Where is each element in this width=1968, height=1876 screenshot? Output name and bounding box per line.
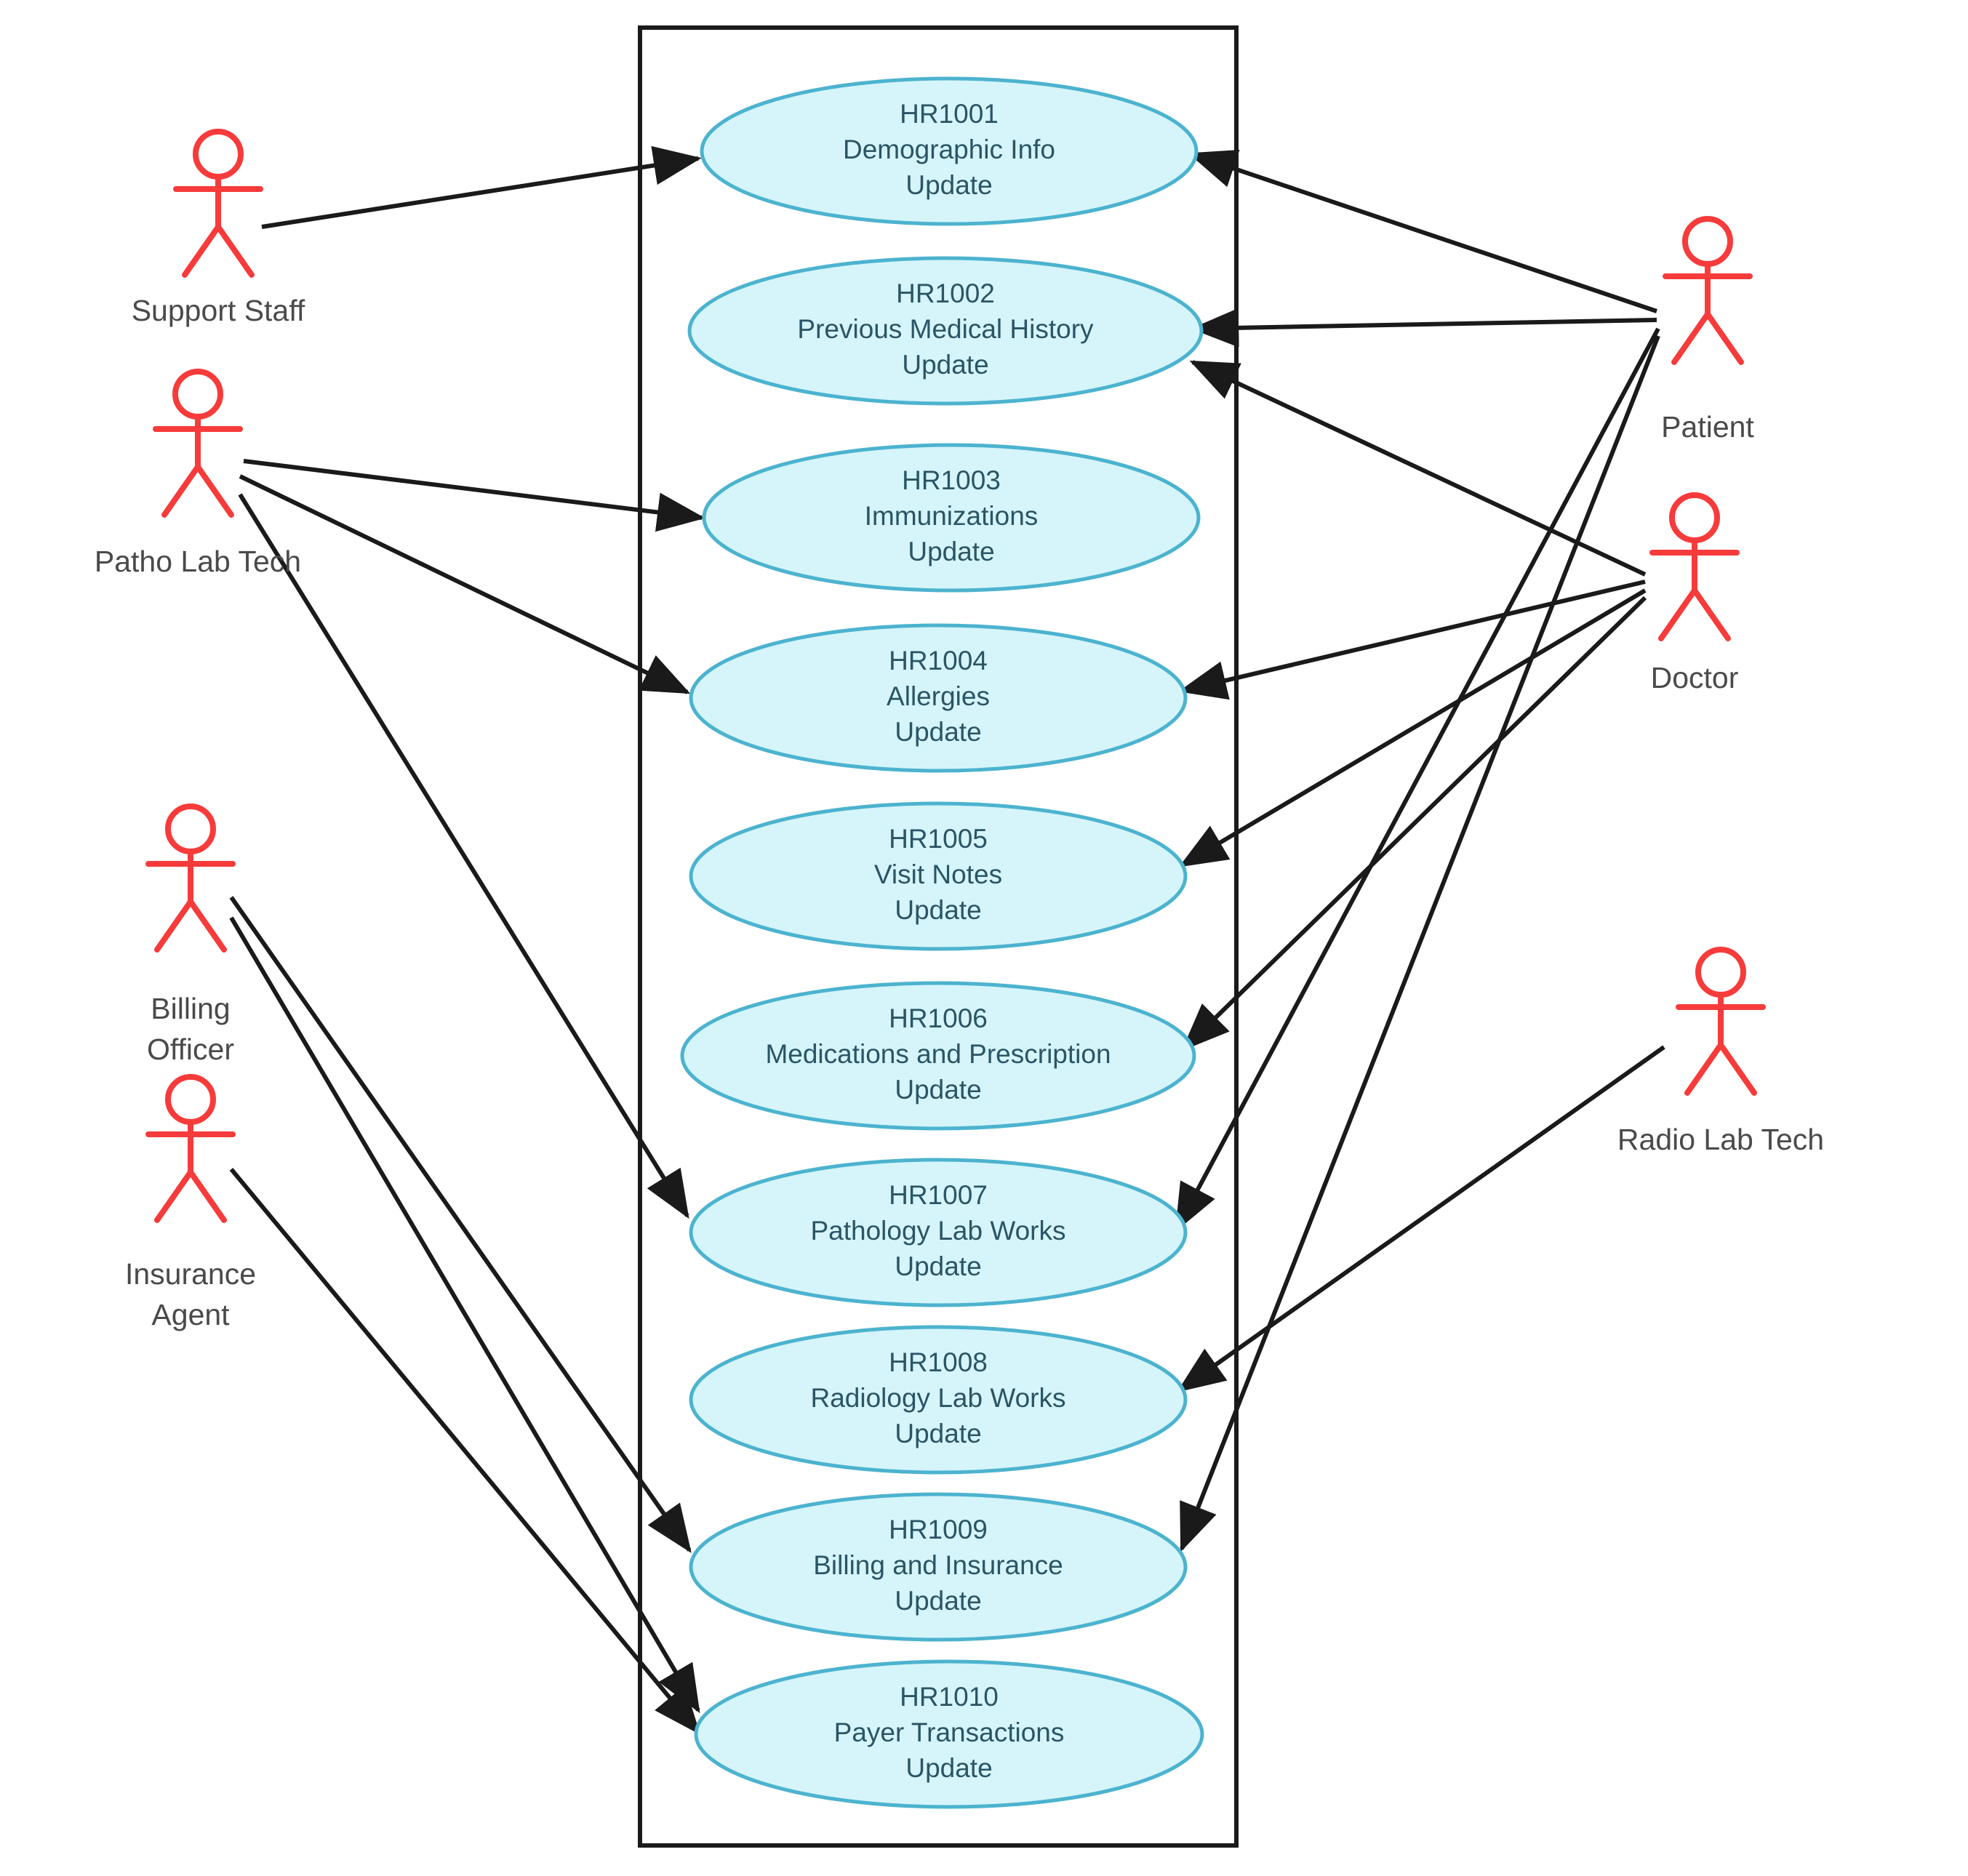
use-case-ellipse	[689, 623, 1188, 773]
actor-icon	[1676, 947, 1766, 1096]
use-case-label-line: Update	[902, 350, 988, 380]
use-case-label-line: Visit Notes	[874, 859, 1002, 889]
association-edge-patho_lab_tech-to-HR1003[interactable]	[243, 459, 705, 532]
actor-support-staff[interactable]: Support Staff	[132, 129, 305, 327]
association-edge-insurance_agent-to-HR1010[interactable]	[229, 1168, 701, 1735]
use-case-label-line: Update	[895, 1419, 981, 1448]
use-case-label-line: Previous Medical History	[797, 314, 1094, 344]
use-case-label-line: Allergies	[887, 681, 990, 711]
association-edge-patho_lab_tech-to-HR1004[interactable]	[239, 474, 691, 694]
actor-label: Patient	[1661, 410, 1754, 444]
use-case-code: HR1010	[900, 1682, 999, 1712]
actor-icon	[153, 369, 243, 518]
association-edge-patient-to-HR1009[interactable]	[1180, 334, 1660, 1552]
use-case-label-line: Update	[895, 1075, 981, 1105]
use-case-ellipse	[689, 1325, 1188, 1475]
actor-patho-lab-tech[interactable]: Patho Lab Tech	[95, 369, 301, 578]
actor-icon	[173, 129, 263, 278]
actor-label: Radio Lab Tech	[1617, 1123, 1824, 1156]
use-case-label-line: Update	[895, 717, 981, 747]
use-case-code: HR1009	[889, 1515, 988, 1544]
actor-label: Insurance	[125, 1257, 256, 1291]
use-case-ellipse	[689, 1492, 1188, 1642]
association-edge-radio_lab_tech-to-HR1008[interactable]	[1177, 1045, 1665, 1392]
use-case-code: HR1003	[902, 465, 1001, 495]
actor-patient[interactable]: Patient	[1661, 216, 1754, 444]
use-case-label-line: Update	[908, 537, 994, 566]
actor-label: Doctor	[1651, 661, 1739, 694]
actor-label: Support Staff	[132, 294, 305, 327]
use-case-code: HR1002	[896, 278, 995, 308]
actor-doctor[interactable]: Doctor	[1649, 492, 1740, 694]
use-case-code: HR1006	[889, 1003, 988, 1033]
association-edge-billing_officer-to-HR1010[interactable]	[229, 916, 700, 1714]
association-edge-patient-to-HR1007[interactable]	[1175, 327, 1660, 1232]
use-case-label-line: Update	[895, 1586, 981, 1616]
actor-icon	[145, 1074, 236, 1223]
actor-label: Agent	[151, 1298, 230, 1331]
association-edge-doctor-to-HR1005[interactable]	[1178, 588, 1647, 867]
actor-icon	[1663, 216, 1753, 365]
use-case-label-line: Update	[895, 1251, 981, 1281]
use-case-label-line: Radiology Lab Works	[811, 1383, 1066, 1413]
association-edge-doctor-to-HR1006[interactable]	[1181, 596, 1647, 1051]
actor-radio-lab-tech[interactable]: Radio Lab Tech	[1617, 947, 1824, 1156]
use-case-code: HR1008	[889, 1347, 988, 1377]
use-case-label-line: Update	[905, 1753, 992, 1783]
use-case-label-line: Update	[895, 895, 981, 925]
actor-label: Officer	[147, 1033, 234, 1066]
use-case-code: HR1001	[900, 99, 999, 129]
use-case-ellipse	[689, 1158, 1188, 1307]
use-case-label-line: Update	[905, 170, 992, 200]
actor-label: Patho Lab Tech	[95, 545, 301, 578]
use-case-code: HR1005	[889, 824, 988, 854]
use-case-code: HR1007	[889, 1180, 988, 1210]
association-edge-support_staff-to-HR1001[interactable]	[261, 145, 702, 229]
association-edge-patient-to-HR1001[interactable]	[1188, 149, 1657, 313]
use-case-label-line: Pathology Lab Works	[810, 1216, 1065, 1246]
use-case-label-line: Medications and Prescription	[765, 1039, 1111, 1069]
use-case-code: HR1004	[889, 646, 988, 676]
use-case-ellipse	[689, 801, 1188, 951]
association-edge-doctor-to-HR1002[interactable]	[1189, 360, 1647, 577]
use-case-ellipse	[694, 1659, 1204, 1809]
association-edge-patho_lab_tech-to-HR1007[interactable]	[238, 493, 689, 1219]
association-edge-doctor-to-HR1004[interactable]	[1178, 580, 1646, 700]
association-edge-billing_officer-to-HR1009[interactable]	[229, 896, 692, 1553]
actor-icon	[1649, 492, 1740, 641]
use-case-ellipse	[702, 443, 1201, 593]
use-case-label-line: Demographic Info	[843, 135, 1055, 164]
use-case-label-line: Payer Transactions	[834, 1717, 1065, 1747]
actor-label: Billing	[151, 992, 230, 1025]
association-edge-patient-to-HR1002[interactable]	[1191, 308, 1657, 348]
actor-icon	[145, 803, 236, 953]
use-case-label-line: Immunizations	[865, 501, 1039, 531]
association-edges	[229, 145, 1665, 1735]
system-boundary-rect	[638, 25, 1239, 1848]
use-case-ellipse	[687, 256, 1204, 406]
system-boundary	[638, 25, 1239, 1848]
use-case-ellipse	[680, 981, 1196, 1131]
use-case-ellipse	[700, 76, 1199, 226]
use-case-label-line: Billing and Insurance	[813, 1550, 1063, 1580]
